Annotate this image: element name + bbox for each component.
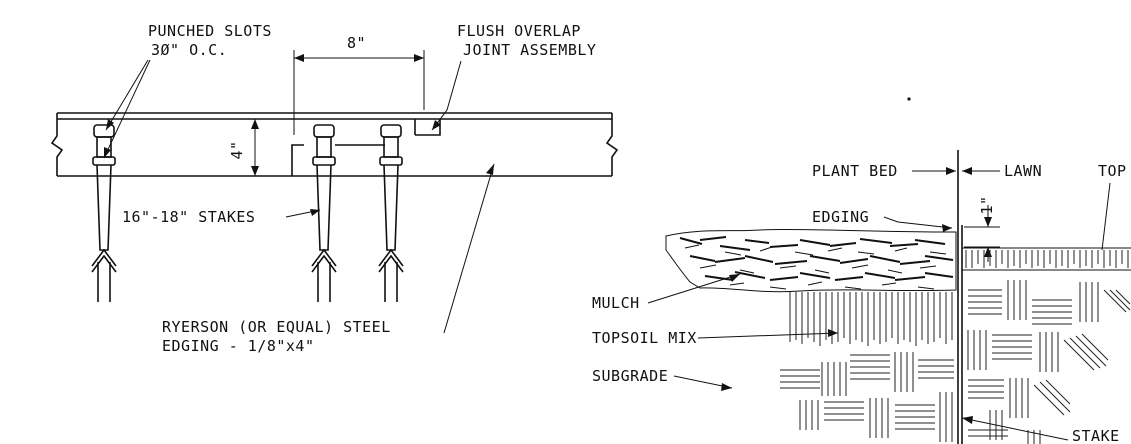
topsoil-mix-label: TOPSOIL MIX <box>592 329 697 347</box>
topsoil-label: TOP <box>1098 162 1127 180</box>
section-edging <box>957 150 963 444</box>
subgrade-layer <box>780 280 1131 444</box>
joint-label-2: JOINT ASSEMBLY <box>463 41 596 59</box>
edging-leader <box>443 163 495 334</box>
stake-left <box>91 124 117 302</box>
mulch-layer <box>665 228 957 293</box>
lawn-label: LAWN <box>1004 162 1042 180</box>
section-edging-label: EDGING <box>812 208 869 226</box>
spacing-dimension-label: 8" <box>347 34 366 52</box>
slots-leader-2 <box>103 59 151 159</box>
slots-leader-1 <box>105 59 149 131</box>
depth-dimension-label: 1" <box>978 195 996 214</box>
stakes-label: 16"-18" STAKES <box>122 208 255 226</box>
edging-section-leader <box>883 216 953 229</box>
punched-slots-spacing-label: 3Ø" O.C. <box>151 41 227 59</box>
subgrade-label: SUBGRADE <box>592 367 668 385</box>
stake-leader <box>961 417 1069 441</box>
stake-label: STAKE <box>1072 427 1120 444</box>
stake-middle <box>311 124 337 302</box>
topsoil-mix-layer <box>789 292 953 346</box>
mulch-label: MULCH <box>592 294 640 312</box>
height-dimension-label: 4" <box>228 140 246 159</box>
topsoil-mix-leader <box>697 332 839 339</box>
mulch-leader <box>647 273 741 304</box>
edging-spec-label: EDGING - 1/8"x4" <box>162 337 315 355</box>
punched-slots-label: PUNCHED SLOTS <box>148 22 272 40</box>
depth-dimension: 1" <box>964 195 1000 262</box>
height-dimension: 4" <box>228 119 259 176</box>
topsoil-leader <box>1101 182 1111 251</box>
edging-label: RYERSON (OR EQUAL) STEEL <box>162 318 391 336</box>
steel-edging-elevation <box>50 112 619 177</box>
lawn-turf-layer <box>962 247 1131 271</box>
spacing-dimension: 8" <box>293 34 425 135</box>
plant-bed-label: PLANT BED <box>812 162 898 180</box>
stake-right <box>378 124 404 302</box>
joint-label: FLUSH OVERLAP <box>457 22 581 40</box>
dot-mark <box>907 97 911 101</box>
